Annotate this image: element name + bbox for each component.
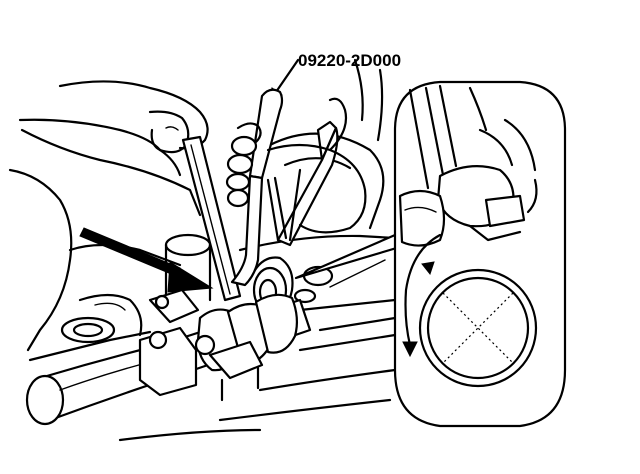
- tool-part-number-label: 09220-2D000: [298, 51, 401, 70]
- left-hand-icon: [18, 80, 209, 177]
- callout-leader: [294, 230, 412, 280]
- hex-key-tool-icon: [181, 135, 242, 302]
- rotation-arrow-icon: [402, 233, 442, 358]
- right-hand-icon: [225, 58, 384, 234]
- cylinder-head: [8, 128, 397, 442]
- valve-spring-compressor-icon: [230, 88, 339, 320]
- pointer-arrow-icon: [79, 227, 214, 293]
- valve-retainer-icon: [418, 268, 538, 388]
- camshaft-icon: [25, 288, 312, 426]
